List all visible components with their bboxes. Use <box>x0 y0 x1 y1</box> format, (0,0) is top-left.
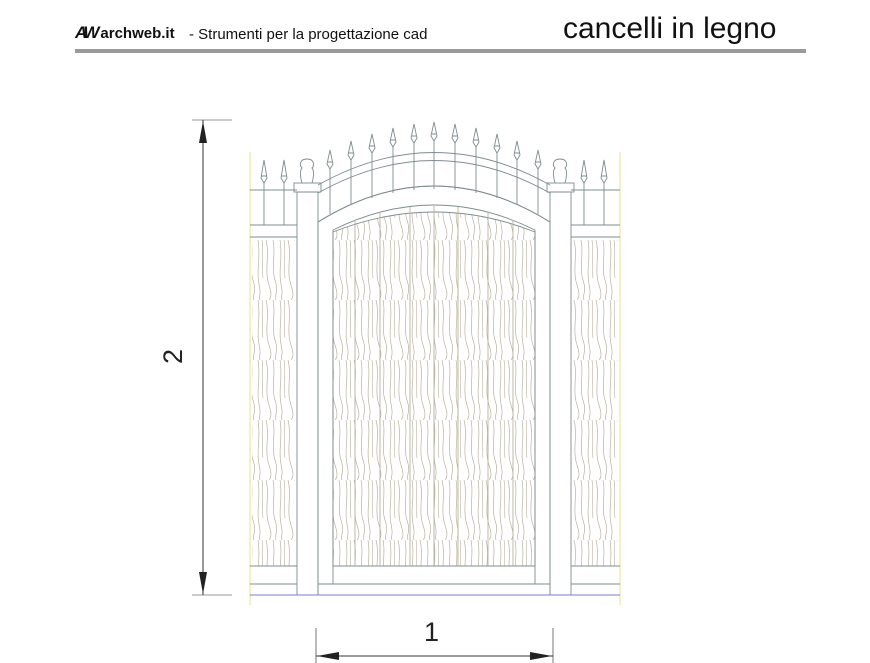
right-fence <box>571 159 620 585</box>
site-name: archweb.it <box>100 25 175 42</box>
gate-frame <box>317 185 551 595</box>
height-dimension <box>192 119 232 596</box>
header: AW archweb.it - Strumenti per la progett… <box>0 0 870 60</box>
left-fence <box>250 159 297 585</box>
subtitle: - Strumenti per la progettazione cad <box>189 26 428 43</box>
header-rule <box>75 49 806 53</box>
page-title: cancelli in legno <box>563 12 777 45</box>
left-post <box>293 158 322 596</box>
wood-panel <box>332 206 536 567</box>
width-dimension <box>315 628 554 663</box>
spikes <box>326 121 542 214</box>
height-dimension-label: 2 <box>158 348 189 365</box>
archweb-logo-icon: AW <box>75 23 99 42</box>
logo[interactable]: AW archweb.it <box>75 23 175 43</box>
right-post <box>546 158 575 596</box>
width-dimension-label: 1 <box>424 617 440 647</box>
